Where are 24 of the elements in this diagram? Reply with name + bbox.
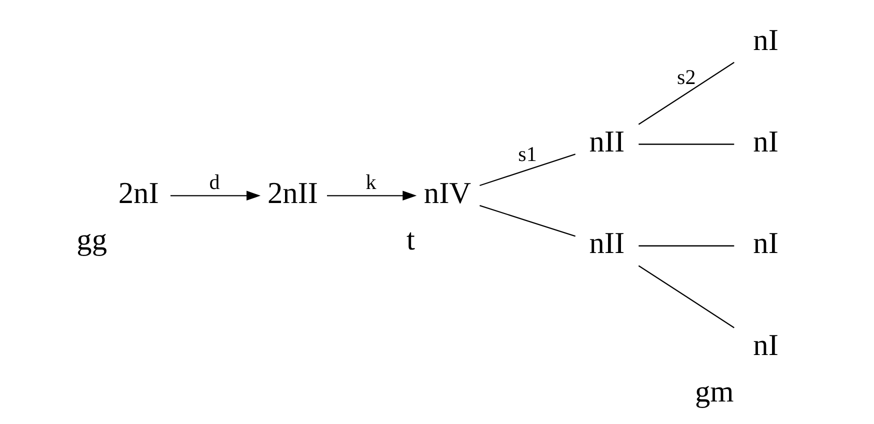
node-text: nII	[589, 124, 625, 159]
node-text: nI	[753, 124, 778, 159]
node-text: nI	[753, 23, 778, 57]
connector	[480, 205, 576, 237]
node-text: nI	[753, 226, 778, 260]
connector	[638, 265, 734, 328]
node-label: t	[406, 222, 415, 257]
connector	[480, 154, 576, 186]
connector	[638, 144, 734, 145]
node-text: 2nII	[267, 176, 318, 210]
node-label: gg	[76, 222, 108, 257]
connector	[638, 62, 734, 125]
node-label: gm	[695, 374, 734, 409]
arrow	[327, 190, 417, 201]
arrow	[170, 190, 261, 201]
edge-label: d	[209, 170, 220, 194]
node-text: 2nI	[118, 176, 159, 210]
edge-label: s1	[518, 142, 537, 166]
node-text: nI	[753, 328, 778, 362]
node-text: nII	[589, 226, 625, 260]
edge-label: s2	[677, 64, 696, 89]
connector	[638, 245, 734, 246]
node-text: nIV	[424, 176, 472, 210]
edge-label: k	[366, 170, 376, 194]
